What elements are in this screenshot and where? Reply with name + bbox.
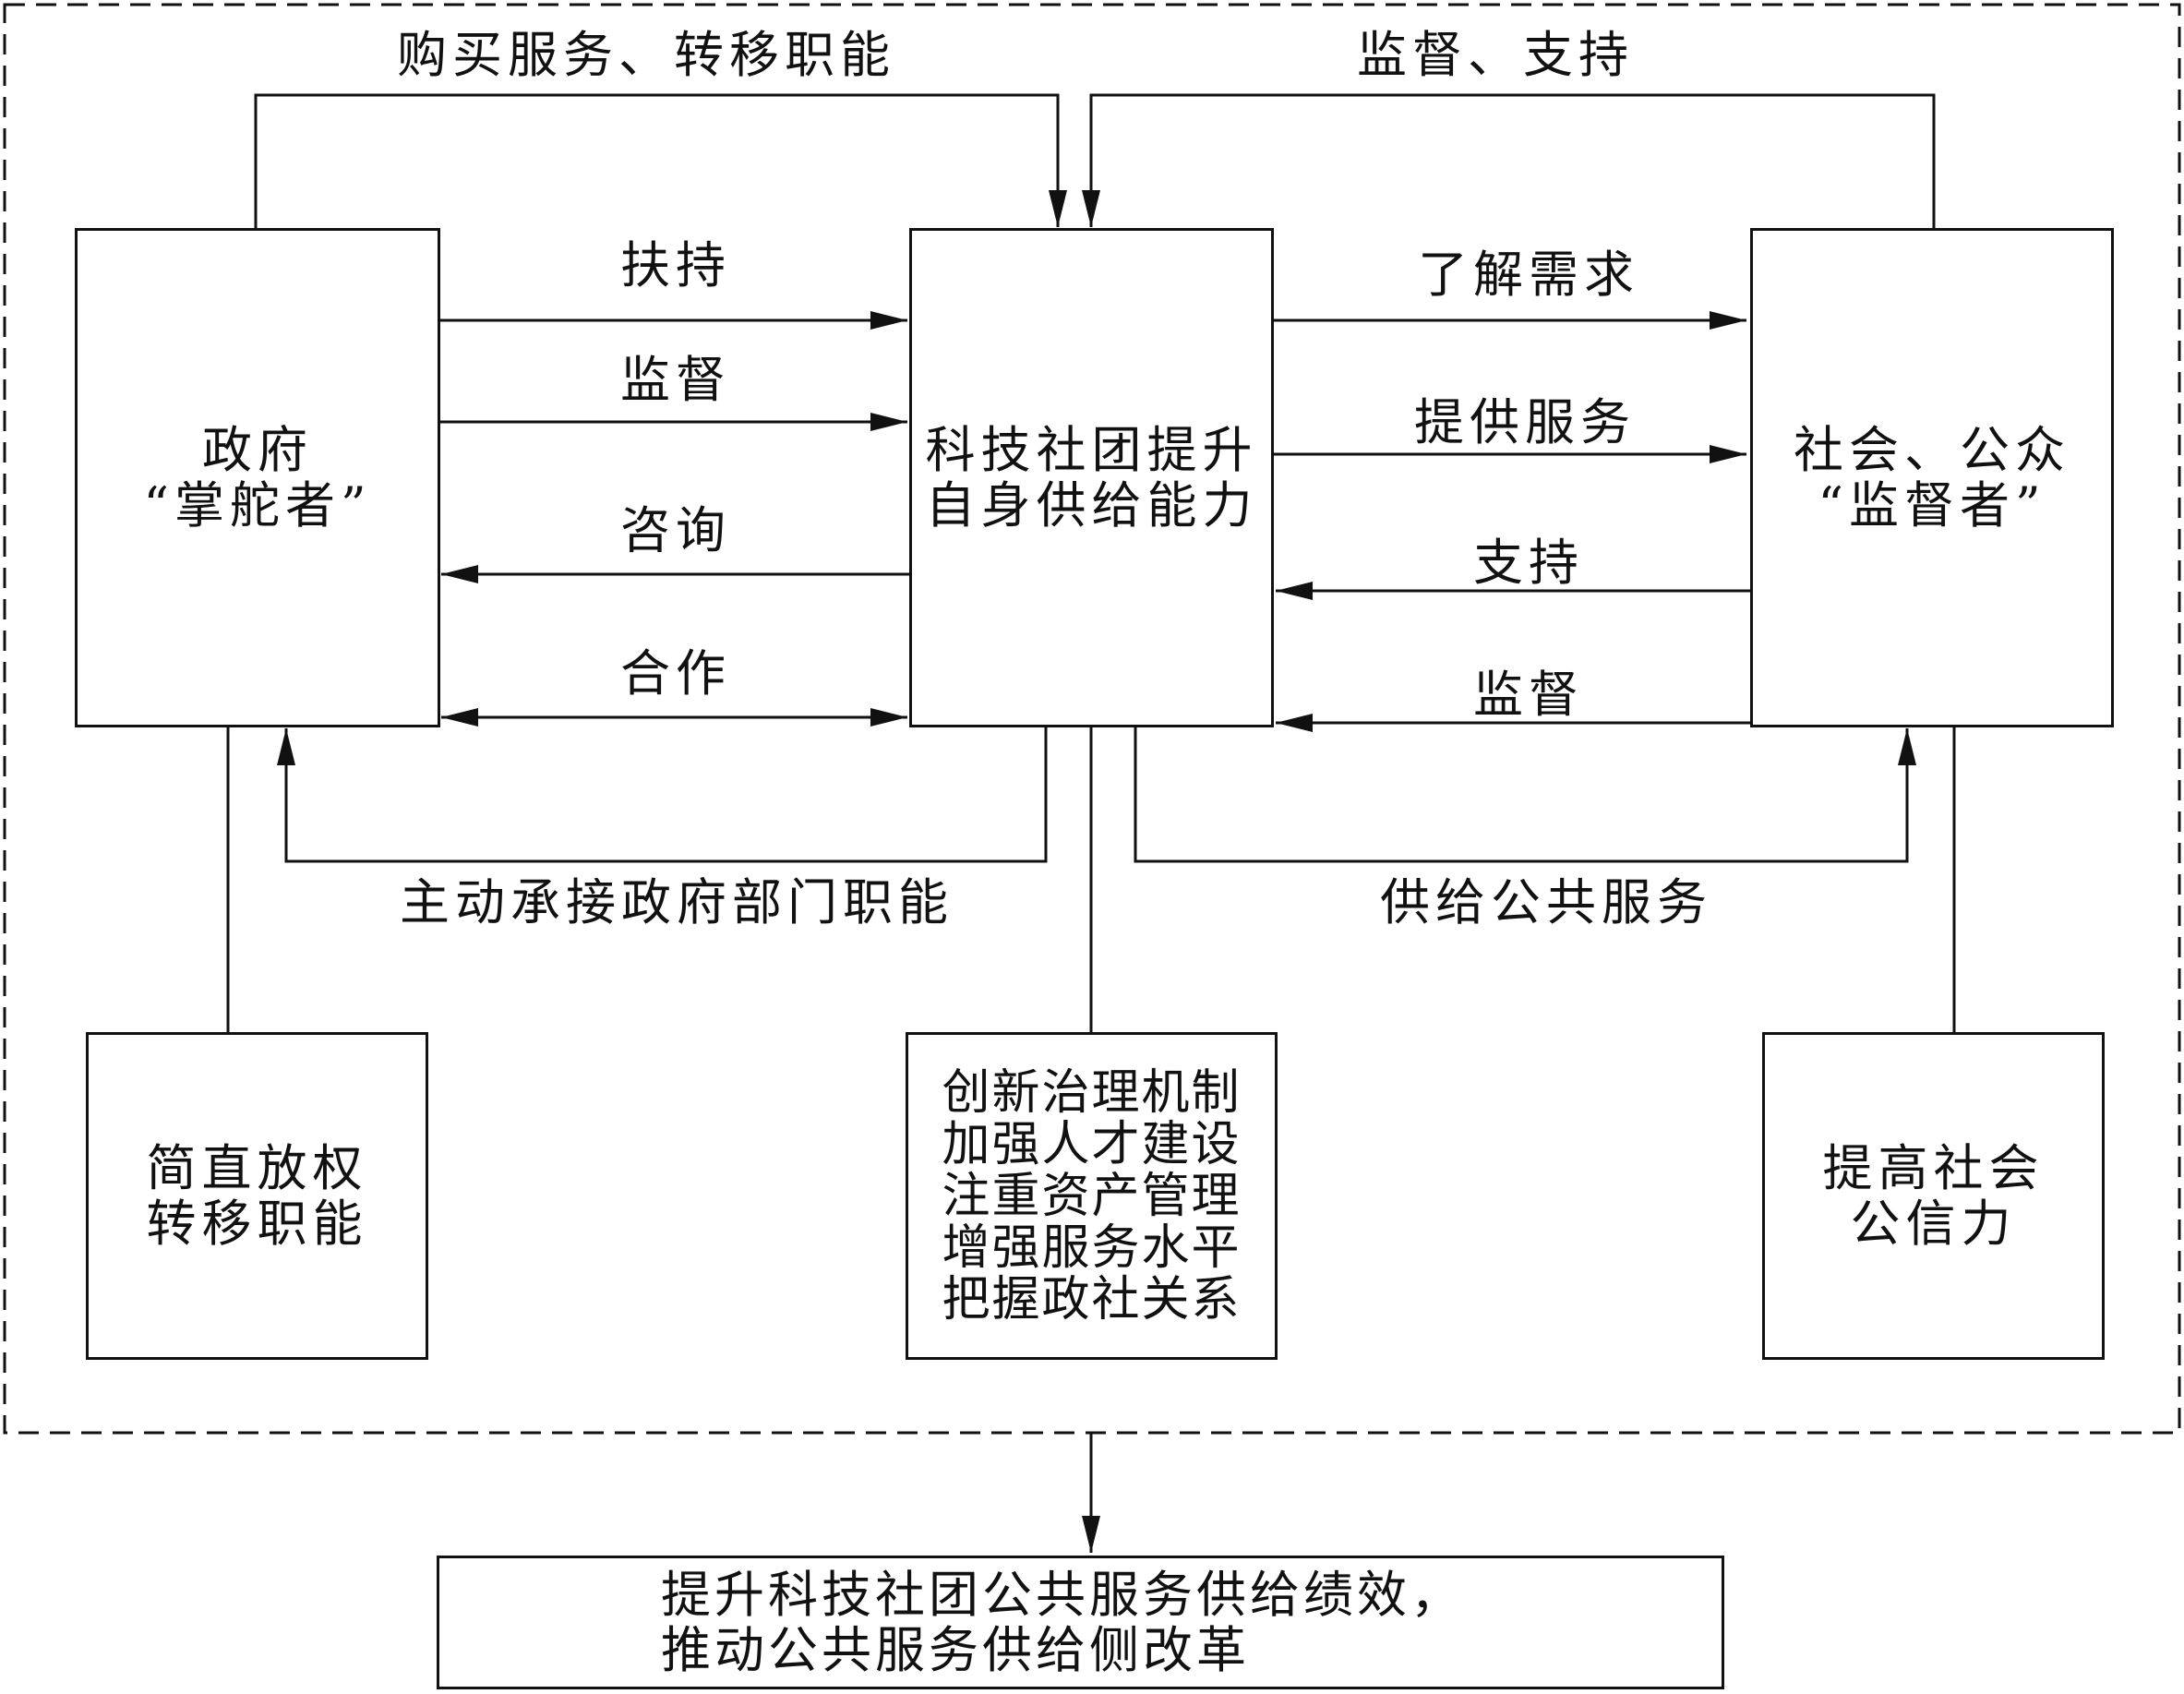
government-box: 政府 “掌舵者” [75, 228, 440, 727]
assoc-measure-box: 创新治理机制 加强人才建设 注重资产管理 增强服务水平 把握政社关系 [906, 1032, 1278, 1360]
society-measure-line-2: 公信力 [1850, 1194, 2017, 1253]
label-consult: 咨询 [620, 501, 731, 559]
label-bottom-right: 供给公共服务 [1380, 873, 1712, 931]
label-society-supervise: 监督 [1473, 666, 1584, 724]
assoc-measure-line-3: 注重资产管理 [942, 1168, 1242, 1224]
outcome-box: 提升科技社团公共服务供给绩效， 推动公共服务供给侧改革 [437, 1556, 1724, 1689]
label-cooperate: 合作 [620, 644, 731, 703]
society-measure-box: 提高社会 公信力 [1762, 1032, 2105, 1360]
edge-bottom-right [1134, 727, 1916, 863]
label-support: 扶持 [620, 236, 731, 294]
gov-measure-box: 简直放权 转移职能 [86, 1032, 428, 1360]
association-line-1: 科技社团提升 [925, 420, 1258, 479]
society-line-1: 社会、公众 [1794, 420, 2070, 479]
assoc-measure-line-4: 增强服务水平 [942, 1219, 1242, 1276]
label-bottom-left: 主动承接政府部门职能 [400, 873, 954, 931]
assoc-measure-line-2: 加强人才建设 [942, 1116, 1242, 1172]
label-provide-service: 提供服务 [1414, 393, 1636, 451]
association-box: 科技社团提升 自身供给能力 [909, 228, 1274, 727]
outcome-line-2: 推动公共服务供给侧改革 [661, 1620, 1250, 1679]
edge-top-left [254, 93, 1067, 228]
assoc-measure-line-1: 创新治理机制 [942, 1064, 1242, 1121]
label-top-left: 购买服务、转移职能 [397, 26, 895, 84]
gov-measure-line-2: 转移职能 [146, 1194, 368, 1253]
label-top-right: 监督、支持 [1357, 26, 1634, 84]
society-box: 社会、公众 “监督者” [1750, 228, 2114, 727]
government-line-1: 政府 [202, 420, 313, 479]
government-line-2: “掌舵者” [143, 475, 372, 535]
label-supervise-gov: 监督 [620, 351, 731, 409]
assoc-measure-line-5: 把握政社关系 [942, 1271, 1242, 1328]
label-society-support: 支持 [1473, 534, 1584, 592]
gov-measure-line-1: 简直放权 [146, 1138, 368, 1197]
society-line-2: “监督者” [1818, 475, 2046, 535]
edge-bottom-left [277, 727, 1048, 863]
edge-top-right [1082, 93, 1936, 228]
outcome-line-1: 提升科技社团公共服务供给绩效， [661, 1565, 1464, 1624]
association-line-2: 自身供给能力 [925, 475, 1258, 535]
society-measure-line-1: 提高社会 [1822, 1138, 2045, 1197]
label-learn-needs: 了解需求 [1418, 246, 1639, 304]
